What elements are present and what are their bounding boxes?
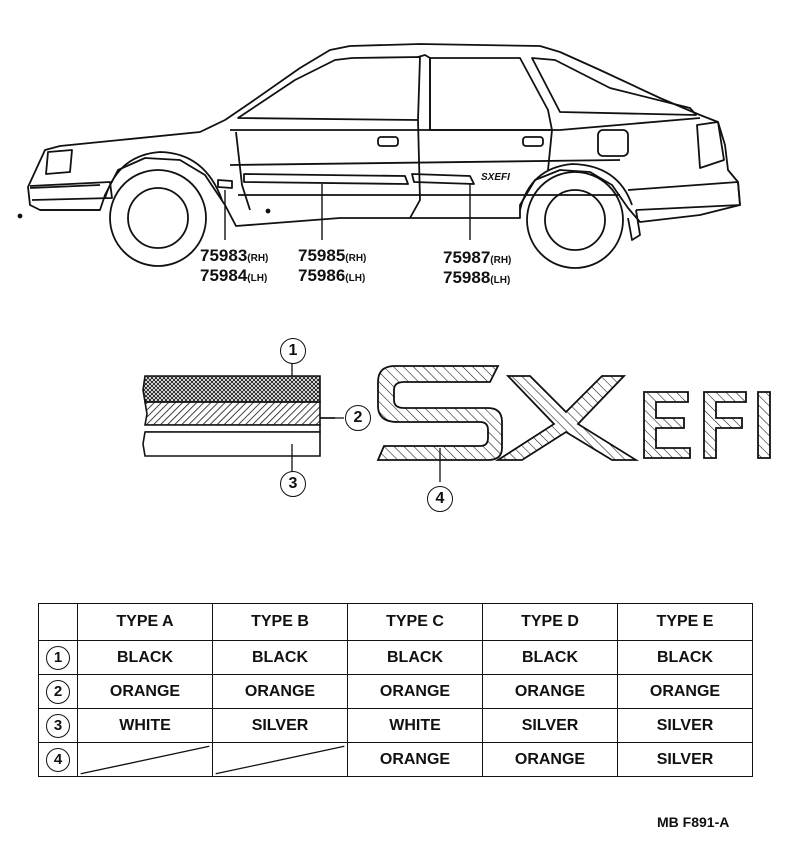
table-header-cell: TYPE B <box>212 603 348 641</box>
part-number-75985: 75985(RH) <box>298 247 366 267</box>
row-index-cell: 4 <box>38 742 78 777</box>
stripe-cross-section <box>142 364 344 472</box>
part-number-75986: 75986(LH) <box>298 267 365 287</box>
table-header-cell: TYPE E <box>617 603 753 641</box>
row-index-circle: 2 <box>46 679 70 704</box>
part-side-text: (RH) <box>490 255 512 266</box>
table-row: 3 WHITE SILVER WHITE SILVER SILVER <box>38 708 753 743</box>
part-side-text: (LH) <box>345 273 366 284</box>
table-cell-not-applicable <box>77 742 213 777</box>
table-cell: BLACK <box>212 640 348 675</box>
row-index-circle: 3 <box>46 713 70 738</box>
drawing-code: MB F891-A <box>657 814 730 830</box>
row-index-circle: 1 <box>46 645 70 670</box>
table-cell: BLACK <box>617 640 753 675</box>
diagonal-strike-icon <box>78 743 212 776</box>
part-number-75987: 75987(RH) <box>443 249 511 269</box>
callout-3: 3 <box>280 471 306 497</box>
part-side-text: (LH) <box>490 275 511 286</box>
table-cell-not-applicable <box>212 742 348 777</box>
table-cell: ORANGE <box>617 674 753 709</box>
table-cell: BLACK <box>77 640 213 675</box>
callout-2: 2 <box>345 405 371 431</box>
table-row: 2 ORANGE ORANGE ORANGE ORANGE ORANGE <box>38 674 753 709</box>
table-corner-cell <box>38 603 78 641</box>
table-cell: SILVER <box>482 708 618 743</box>
car-illustration <box>17 43 741 269</box>
table-header-cell: TYPE C <box>347 603 483 641</box>
callout-1: 1 <box>280 338 306 364</box>
table-cell: ORANGE <box>347 742 483 777</box>
row-index-cell: 3 <box>38 708 78 743</box>
callout-4: 4 <box>427 486 453 512</box>
callout-number: 2 <box>353 409 363 426</box>
emblem-letters <box>376 365 771 482</box>
part-number-75988: 75988(LH) <box>443 269 510 289</box>
callout-number: 3 <box>288 475 298 492</box>
table-cell: ORANGE <box>482 742 618 777</box>
part-number-text: 75988 <box>443 268 491 287</box>
part-number-75983: 75983(RH) <box>200 247 268 267</box>
table-cell: BLACK <box>347 640 483 675</box>
table-cell: SILVER <box>617 708 753 743</box>
callout-number: 1 <box>288 342 298 359</box>
table-header-cell: TYPE A <box>77 603 213 641</box>
part-number-text: 75987 <box>443 248 491 267</box>
row-index-cell: 2 <box>38 674 78 709</box>
table-cell: ORANGE <box>77 674 213 709</box>
part-side-text: (RH) <box>345 253 367 264</box>
part-number-75984: 75984(LH) <box>200 267 267 287</box>
part-number-text: 75984 <box>200 266 248 285</box>
table-cell: SILVER <box>617 742 753 777</box>
table-row: 4 ORANGE ORANGE SILVER <box>38 742 753 777</box>
table-cell: ORANGE <box>212 674 348 709</box>
part-side-text: (LH) <box>247 273 268 284</box>
table-header-row: TYPE A TYPE B TYPE C TYPE D TYPE E <box>38 603 753 641</box>
stripe-and-emblem-detail <box>142 364 771 482</box>
diagonal-strike-icon <box>213 743 347 776</box>
color-type-table: TYPE A TYPE B TYPE C TYPE D TYPE E 1 BLA… <box>38 603 753 777</box>
callout-number: 4 <box>435 490 445 507</box>
car-badge-label: SXEFI <box>481 172 510 183</box>
part-number-text: 75985 <box>298 246 346 265</box>
table-header-cell: TYPE D <box>482 603 618 641</box>
table-cell: SILVER <box>212 708 348 743</box>
table-cell: BLACK <box>482 640 618 675</box>
table-cell: WHITE <box>77 708 213 743</box>
row-index-cell: 1 <box>38 640 78 675</box>
table-cell: ORANGE <box>347 674 483 709</box>
row-index-circle: 4 <box>46 747 70 772</box>
table-cell: WHITE <box>347 708 483 743</box>
part-number-text: 75983 <box>200 246 248 265</box>
table-cell: ORANGE <box>482 674 618 709</box>
table-row: 1 BLACK BLACK BLACK BLACK BLACK <box>38 640 753 675</box>
part-number-text: 75986 <box>298 266 346 285</box>
part-side-text: (RH) <box>247 253 269 264</box>
